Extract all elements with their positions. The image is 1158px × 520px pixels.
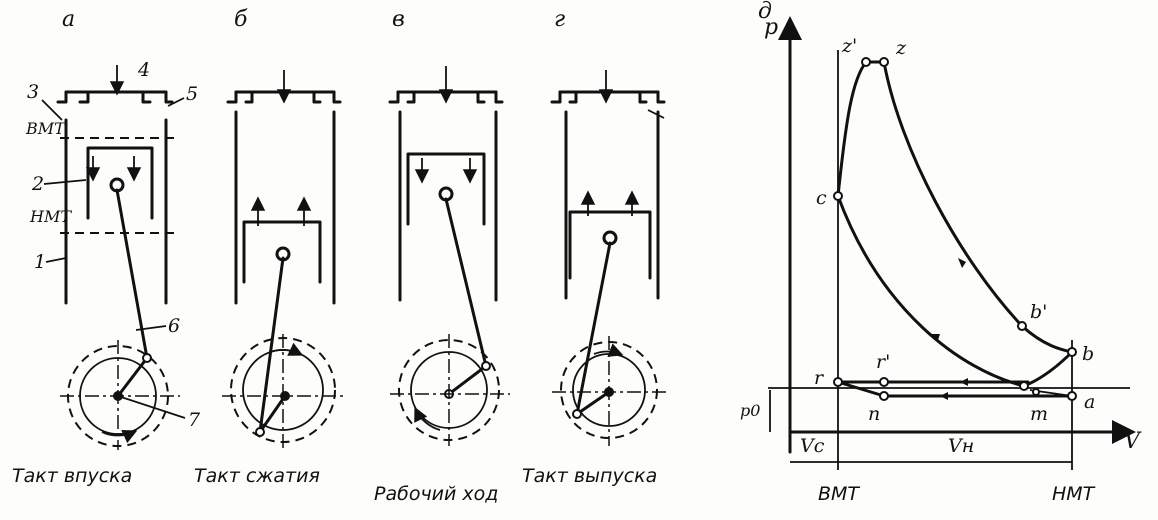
panel-letter-g: г (554, 7, 565, 32)
exhaust-blowdown-curve (1022, 350, 1074, 388)
piston-b (242, 220, 322, 284)
combustion-expansion-curve (836, 60, 1074, 354)
label-1: 1 (34, 251, 46, 273)
panel-letter-v: в (392, 7, 405, 32)
point-b-prime: b' (1030, 301, 1047, 323)
exhaust-valve (141, 90, 174, 104)
label-4: 4 (137, 59, 150, 81)
panel-letter-d: д (758, 0, 772, 24)
panel-indicator-diagram: д p V p0 Vc Vн ВМТ НМТ (740, 0, 1142, 505)
point-r: r (814, 367, 825, 389)
label-2: 2 (31, 173, 44, 195)
label-3: 3 (27, 81, 39, 103)
axis-v-label: V (1124, 429, 1142, 454)
vc-label: Vc (800, 435, 825, 457)
piston (86, 146, 154, 220)
point-c: c (816, 187, 827, 209)
label-tdc: ВМТ (25, 119, 66, 138)
axis-p-label: p (764, 15, 778, 40)
diagram-tdc-label: ВМТ (818, 483, 860, 505)
panel-compression: б Такт сжатия (194, 7, 346, 487)
intake-valve (56, 90, 90, 104)
point-b: b (1082, 343, 1094, 365)
panel-power: в Рабочий ход (374, 7, 510, 505)
point-r-prime: r' (876, 351, 890, 373)
panel-exhaust: г Такт выпуска (522, 7, 668, 487)
caption-compression: Такт сжатия (194, 465, 320, 487)
caption-power: Рабочий ход (374, 483, 498, 505)
connecting-rod (115, 188, 149, 360)
point-a: a (1084, 391, 1095, 413)
vh-label: Vн (948, 435, 974, 457)
p0-label: p0 (740, 401, 760, 420)
point-n: n (868, 403, 880, 425)
label-7: 7 (188, 409, 201, 431)
point-z-prime: z' (841, 35, 857, 57)
caption-intake: Такт впуска (12, 465, 132, 487)
panel-intake: а 4 3 5 ВМТ 2 НМТ 1 (12, 7, 201, 487)
point-z: z (895, 37, 907, 59)
crank-arm (116, 356, 149, 398)
valve-overlap-line (836, 380, 886, 398)
panel-letter-a: а (62, 7, 75, 32)
caption-exhaust: Такт выпуска (522, 465, 657, 487)
label-bdc: НМТ (29, 207, 72, 226)
panel-letter-b: б (234, 7, 248, 32)
label-6: 6 (168, 315, 180, 337)
diagram-bdc-label: НМТ (1052, 483, 1096, 505)
label-5: 5 (186, 83, 198, 105)
point-m: m (1030, 403, 1048, 425)
compression-curve (836, 194, 1026, 388)
